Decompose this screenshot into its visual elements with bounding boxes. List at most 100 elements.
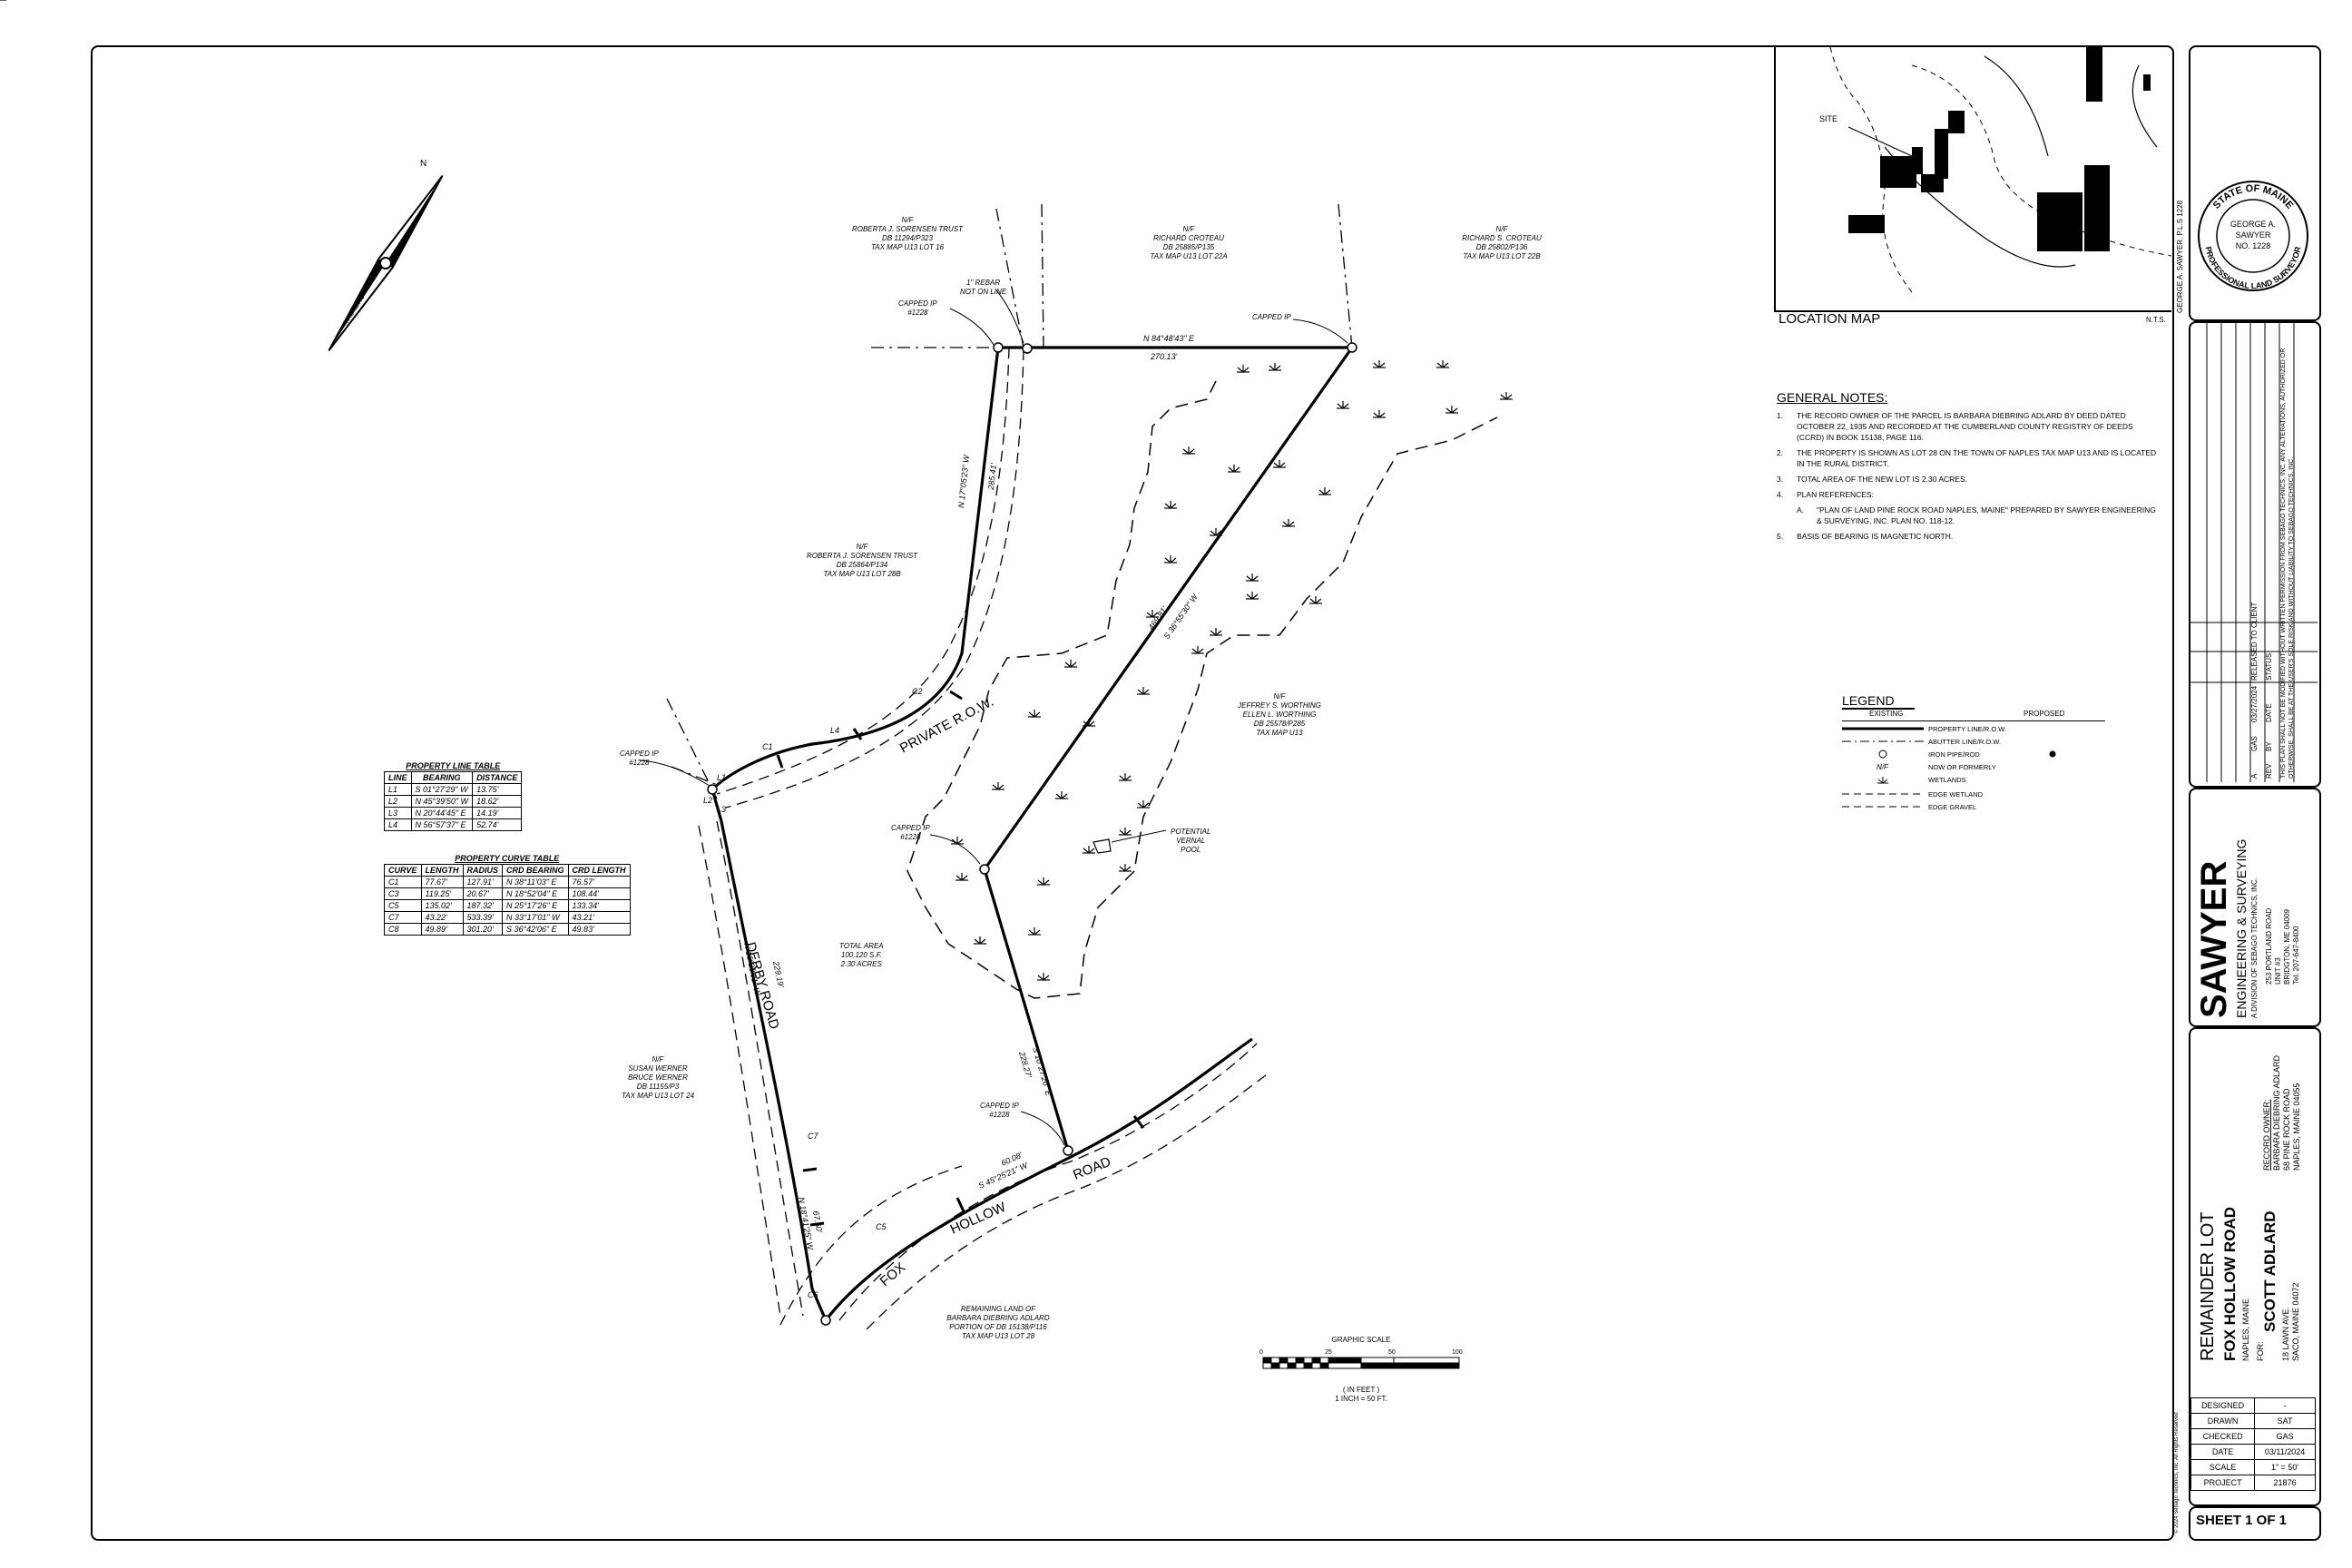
rev-header-status: STATUS (2265, 652, 2273, 681)
private-row-label: PRIVATE R.O.W. (897, 694, 996, 757)
title-block-revisions (2189, 321, 2321, 788)
rev-status: RELEASED TO CLIENT (2250, 602, 2259, 681)
south-bearing: S 10°27'20" E (1031, 1046, 1054, 1098)
capped-ip-ne: CAPPED IP (1252, 313, 1291, 321)
rev-letter: A (2250, 773, 2259, 779)
plan-client-address: 18 LAWN AVE.SACO, MAINE 04072 (2281, 1282, 2300, 1361)
svg-text:L4: L4 (830, 726, 839, 735)
scale-unit: ( IN FEET ) (1342, 1386, 1380, 1394)
rev-date: 03/27/2024 (2250, 685, 2259, 722)
svg-text:NOW OR FORMERLY: NOW OR FORMERLY (1928, 763, 1996, 771)
rev-header-by: BY (2265, 741, 2273, 751)
svg-text:EDGE WETLAND: EDGE WETLAND (1928, 790, 1984, 799)
scale-bar: 0 25 50 100 (1259, 1349, 1463, 1369)
rev-disclaimer: THIS PLAN SHALL NOT BE MODIFIED WITHOUT … (2280, 348, 2295, 779)
north-label: N (420, 159, 426, 169)
firm-division: A DIVISION OF SEBAGO TECHNICS, INC. (2250, 877, 2259, 1018)
road-label: ROAD (1071, 1154, 1113, 1183)
wetland-symbols (0, 0, 1514, 981)
south-distance: 228.27' (1017, 1050, 1034, 1079)
capped-ip-w: CAPPED IP#1228 (620, 750, 659, 767)
legend-title: LEGEND (1842, 693, 1915, 710)
capped-ip-nw: CAPPED IP#1228 (898, 299, 937, 317)
location-map-nts: N.T.S. (2146, 316, 2166, 324)
sheet-number-box (2189, 1506, 2321, 1541)
legend-symbols: N/F PROPERTY LINE/R.O.W. ABUTTER LINE/R.… (1842, 725, 2056, 811)
capped-ip-mid: CAPPED IP#1228 (891, 824, 930, 841)
plan-town: NAPLES, MAINE (2241, 1298, 2250, 1361)
wetland-edge (906, 380, 1498, 999)
graphic-scale-title: GRAPHIC SCALE (1331, 1336, 1391, 1344)
svg-text:PROPERTY LINE/R.O.W.: PROPERTY LINE/R.O.W. (1928, 725, 2006, 733)
svg-text:WETLANDS: WETLANDS (1928, 776, 1966, 784)
svg-text:ABUTTER LINE/R.O.W.: ABUTTER LINE/R.O.W. (1928, 738, 2001, 746)
legend: LEGEND EXISTING PROPOSED N/F PROPERTY LI… (1842, 693, 2105, 826)
diag-distance: 469.81' (1146, 604, 1169, 632)
fox-label: FOX (877, 1259, 909, 1289)
general-notes: GENERAL NOTES: 1.THE RECORD OWNER OF THE… (1777, 390, 2157, 541)
surveyor-seal: STATE OF MAINE PROFESSIONAL LAND SURVEYO… (2198, 181, 2308, 291)
plan-road: FOX HOLLOW ROAD (2221, 1207, 2239, 1361)
capped-ip-s: CAPPED IP#1228 (980, 1102, 1019, 1119)
legend-proposed: PROPOSED (2024, 710, 2065, 718)
svg-text:0: 0 (1259, 1349, 1263, 1356)
location-map (1774, 47, 2171, 312)
derby-distance: 229.19' (771, 959, 786, 988)
vernal-pool-symbol (1093, 838, 1112, 854)
rev-header-rev: REV (2265, 763, 2273, 779)
legend-existing: EXISTING (1869, 710, 1904, 718)
svg-text:GEORGE A.: GEORGE A. (2230, 220, 2276, 229)
svg-text:L1: L1 (717, 773, 726, 782)
survey-plan: N MAGNETIC (0, 0, 1514, 1330)
copyright: © 2024 Sebago Technics, Inc. All Rights … (2174, 1412, 2180, 1534)
iron-pins (707, 342, 1357, 1326)
curve-labels: C1 C2 C7 C5 C6 L4 L1 L2 L3 (703, 687, 923, 1299)
seal-signature: GEORGE A. SAWYER, P.L.S 1228 (2176, 200, 2184, 313)
svg-text:EDGE GRAVEL: EDGE GRAVEL (1928, 803, 1976, 811)
north-distance: 270.13' (1150, 352, 1178, 361)
rev-by: GAS (2250, 736, 2259, 751)
general-notes-title: GENERAL NOTES: (1777, 390, 1888, 405)
location-map-title: LOCATION MAP (1779, 311, 1881, 327)
svg-text:C1: C1 (762, 742, 773, 751)
west-bearing: N 17°05'23" W (956, 453, 971, 508)
site-label: SITE (1819, 114, 1838, 123)
svg-text:L3: L3 (717, 805, 726, 814)
scale-ratio: 1 INCH = 50 FT. (1335, 1395, 1387, 1403)
north-arrow-icon (328, 174, 444, 352)
svg-text:SAWYER: SAWYER (2236, 230, 2271, 240)
rev-header-date: DATE (2265, 703, 2273, 722)
svg-text:25: 25 (1325, 1349, 1332, 1356)
svg-text:C6: C6 (808, 1290, 818, 1299)
firm-sub: ENGINEERING & SURVEYING (2234, 838, 2249, 1018)
revision-grid (2190, 323, 2318, 782)
plan-title: REMAINDER LOT (2198, 1211, 2218, 1361)
svg-text:N/F: N/F (1877, 763, 1889, 771)
svg-text:L2: L2 (703, 796, 712, 805)
plan-for: FOR: (2256, 1341, 2265, 1362)
svg-text:C2: C2 (912, 687, 923, 696)
svg-text:NO. 1228: NO. 1228 (2236, 241, 2271, 250)
plan-client: SCOTT ADLARD (2261, 1210, 2278, 1332)
magnetic-label: MAGNETIC (343, 294, 367, 326)
curve-ticks (776, 690, 1145, 1227)
title-block-firm (2189, 788, 2321, 1027)
north-bearing: N 84°48'43" E (1143, 334, 1195, 343)
svg-text:50: 50 (1388, 1349, 1396, 1356)
svg-text:C5: C5 (876, 1222, 887, 1231)
